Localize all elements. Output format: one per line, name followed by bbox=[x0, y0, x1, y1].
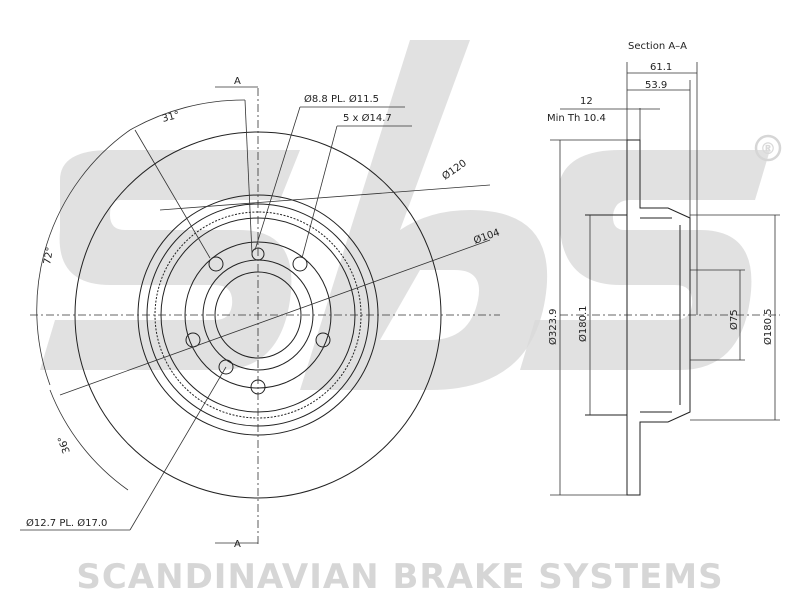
disc-cross-section bbox=[626, 139, 691, 496]
angle-bottom-label: 36° bbox=[56, 434, 72, 454]
section-title: Section A–A bbox=[628, 41, 687, 52]
registered-mark-circle bbox=[754, 134, 782, 162]
outer-diameter-dim: Ø323.9 bbox=[547, 309, 559, 346]
hole-label-bottom: Ø12.7 PL. Ø17.0 bbox=[26, 517, 107, 529]
pcd-outer-label: Ø120 bbox=[440, 157, 469, 182]
angle-left-label: 72° bbox=[42, 246, 56, 265]
angle-top-label: 31° bbox=[161, 110, 181, 125]
stud-label: 5 x Ø14.7 bbox=[343, 112, 392, 124]
registered-mark: ® bbox=[760, 139, 776, 158]
hat-height-dim: 53.9 bbox=[645, 80, 667, 91]
hat-diameter-dim: Ø180.1 bbox=[577, 306, 589, 343]
bolt-hole-label: Ø8.8 PL. Ø11.5 bbox=[304, 93, 379, 105]
section-marker-top: A bbox=[234, 76, 241, 87]
center-bore-dim: Ø75 bbox=[728, 309, 740, 330]
section-view: Section A–A 61.1 53.9 12 Min Th 10.4 Ø32… bbox=[547, 41, 780, 496]
overall-height-dim: 61.1 bbox=[650, 62, 672, 73]
min-thickness-dim: Min Th 10.4 bbox=[547, 113, 606, 124]
front-view: A A Ø8.8 PL. Ø11.5 5 x Ø14.7 Ø120 Ø104 3… bbox=[20, 76, 501, 550]
hat-outer-diameter-dim: Ø180.5 bbox=[762, 309, 774, 346]
section-marker-bottom: A bbox=[234, 539, 241, 550]
watermark-tagline: SCANDINAVIAN BRAKE SYSTEMS bbox=[76, 557, 723, 597]
thickness-dim: 12 bbox=[580, 96, 593, 107]
